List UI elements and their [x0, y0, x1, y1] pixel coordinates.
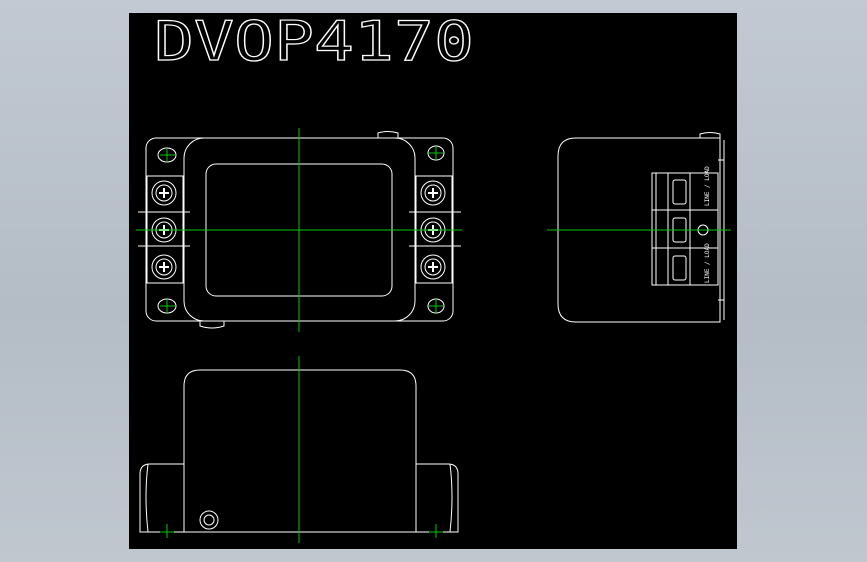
side-view: LINE / LOAD LINE / LOAD — [557, 132, 725, 323]
front-left-flange — [139, 463, 184, 533]
front-right-flange — [416, 463, 459, 533]
bottom-tab — [199, 321, 225, 329]
side-terminal-block — [651, 172, 719, 286]
terminal-screw-icon — [420, 254, 446, 280]
terminal-label-line-load-bottom: LINE / LOAD — [704, 243, 711, 283]
ground-stud — [199, 510, 219, 530]
side-body-outline — [557, 137, 721, 323]
front-view-centerlines — [160, 356, 443, 543]
top-view-centerlines — [136, 128, 462, 332]
front-view — [139, 369, 459, 533]
terminal-label-line-load-top: LINE / LOAD — [704, 166, 711, 206]
top-tab — [377, 131, 399, 138]
terminal-screw-icon — [151, 254, 177, 280]
terminal-screw-icon — [151, 180, 177, 206]
terminal-screw-icon — [420, 180, 446, 206]
drawing-title: DVOP4170 — [154, 10, 474, 73]
drawing-canvas — [129, 13, 737, 549]
